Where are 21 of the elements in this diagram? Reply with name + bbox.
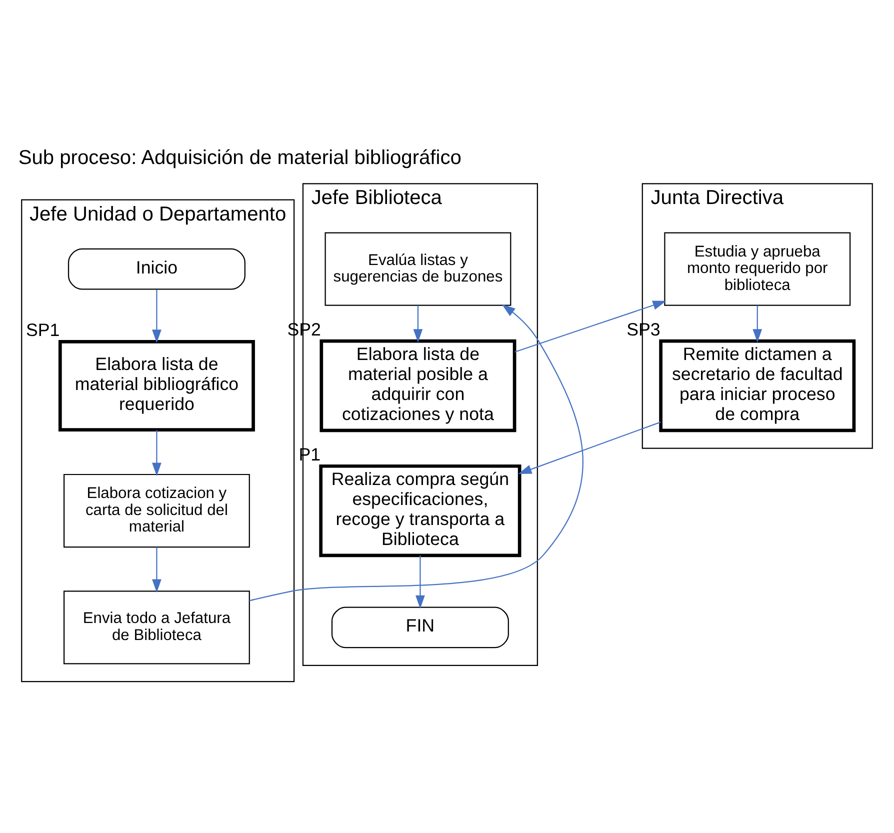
arrow [413, 304, 423, 342]
arrow [752, 304, 762, 342]
node-box: Elabora cotizacion y carta de solicitud del material [64, 473, 250, 548]
arrow [416, 554, 425, 608]
arrow [152, 546, 162, 592]
arrow [152, 430, 162, 476]
node-box: Envia todo a Jefatura de Biblioteca [64, 590, 250, 664]
node-label: SP1 [26, 319, 60, 340]
arrow [514, 300, 666, 352]
arrow [249, 304, 584, 601]
arrow [518, 421, 661, 474]
node-box: Elabora lista de material posible a adquirir con cotizaciones y nota [320, 338, 516, 432]
node-box: Remite dictamen a secretario de facultad para iniciar proceso de compra [659, 338, 856, 432]
diagram-title: Sub proceso: Adquisición de material bibliográfico [18, 146, 462, 169]
node-box: FIN [331, 606, 509, 648]
node-box: Elabora lista de material bibliográfico requerido [58, 339, 255, 432]
node-box: Realiza compra según especificaciones, recoge y transporta a Biblioteca [319, 464, 522, 557]
arrow [152, 289, 162, 343]
node-box: Evalúa listas y sugerencias de buzones [324, 232, 512, 306]
node-box: Estudia y aprueba monto requerido por biblioteca [664, 232, 851, 306]
node-box: Inicio [68, 248, 246, 290]
